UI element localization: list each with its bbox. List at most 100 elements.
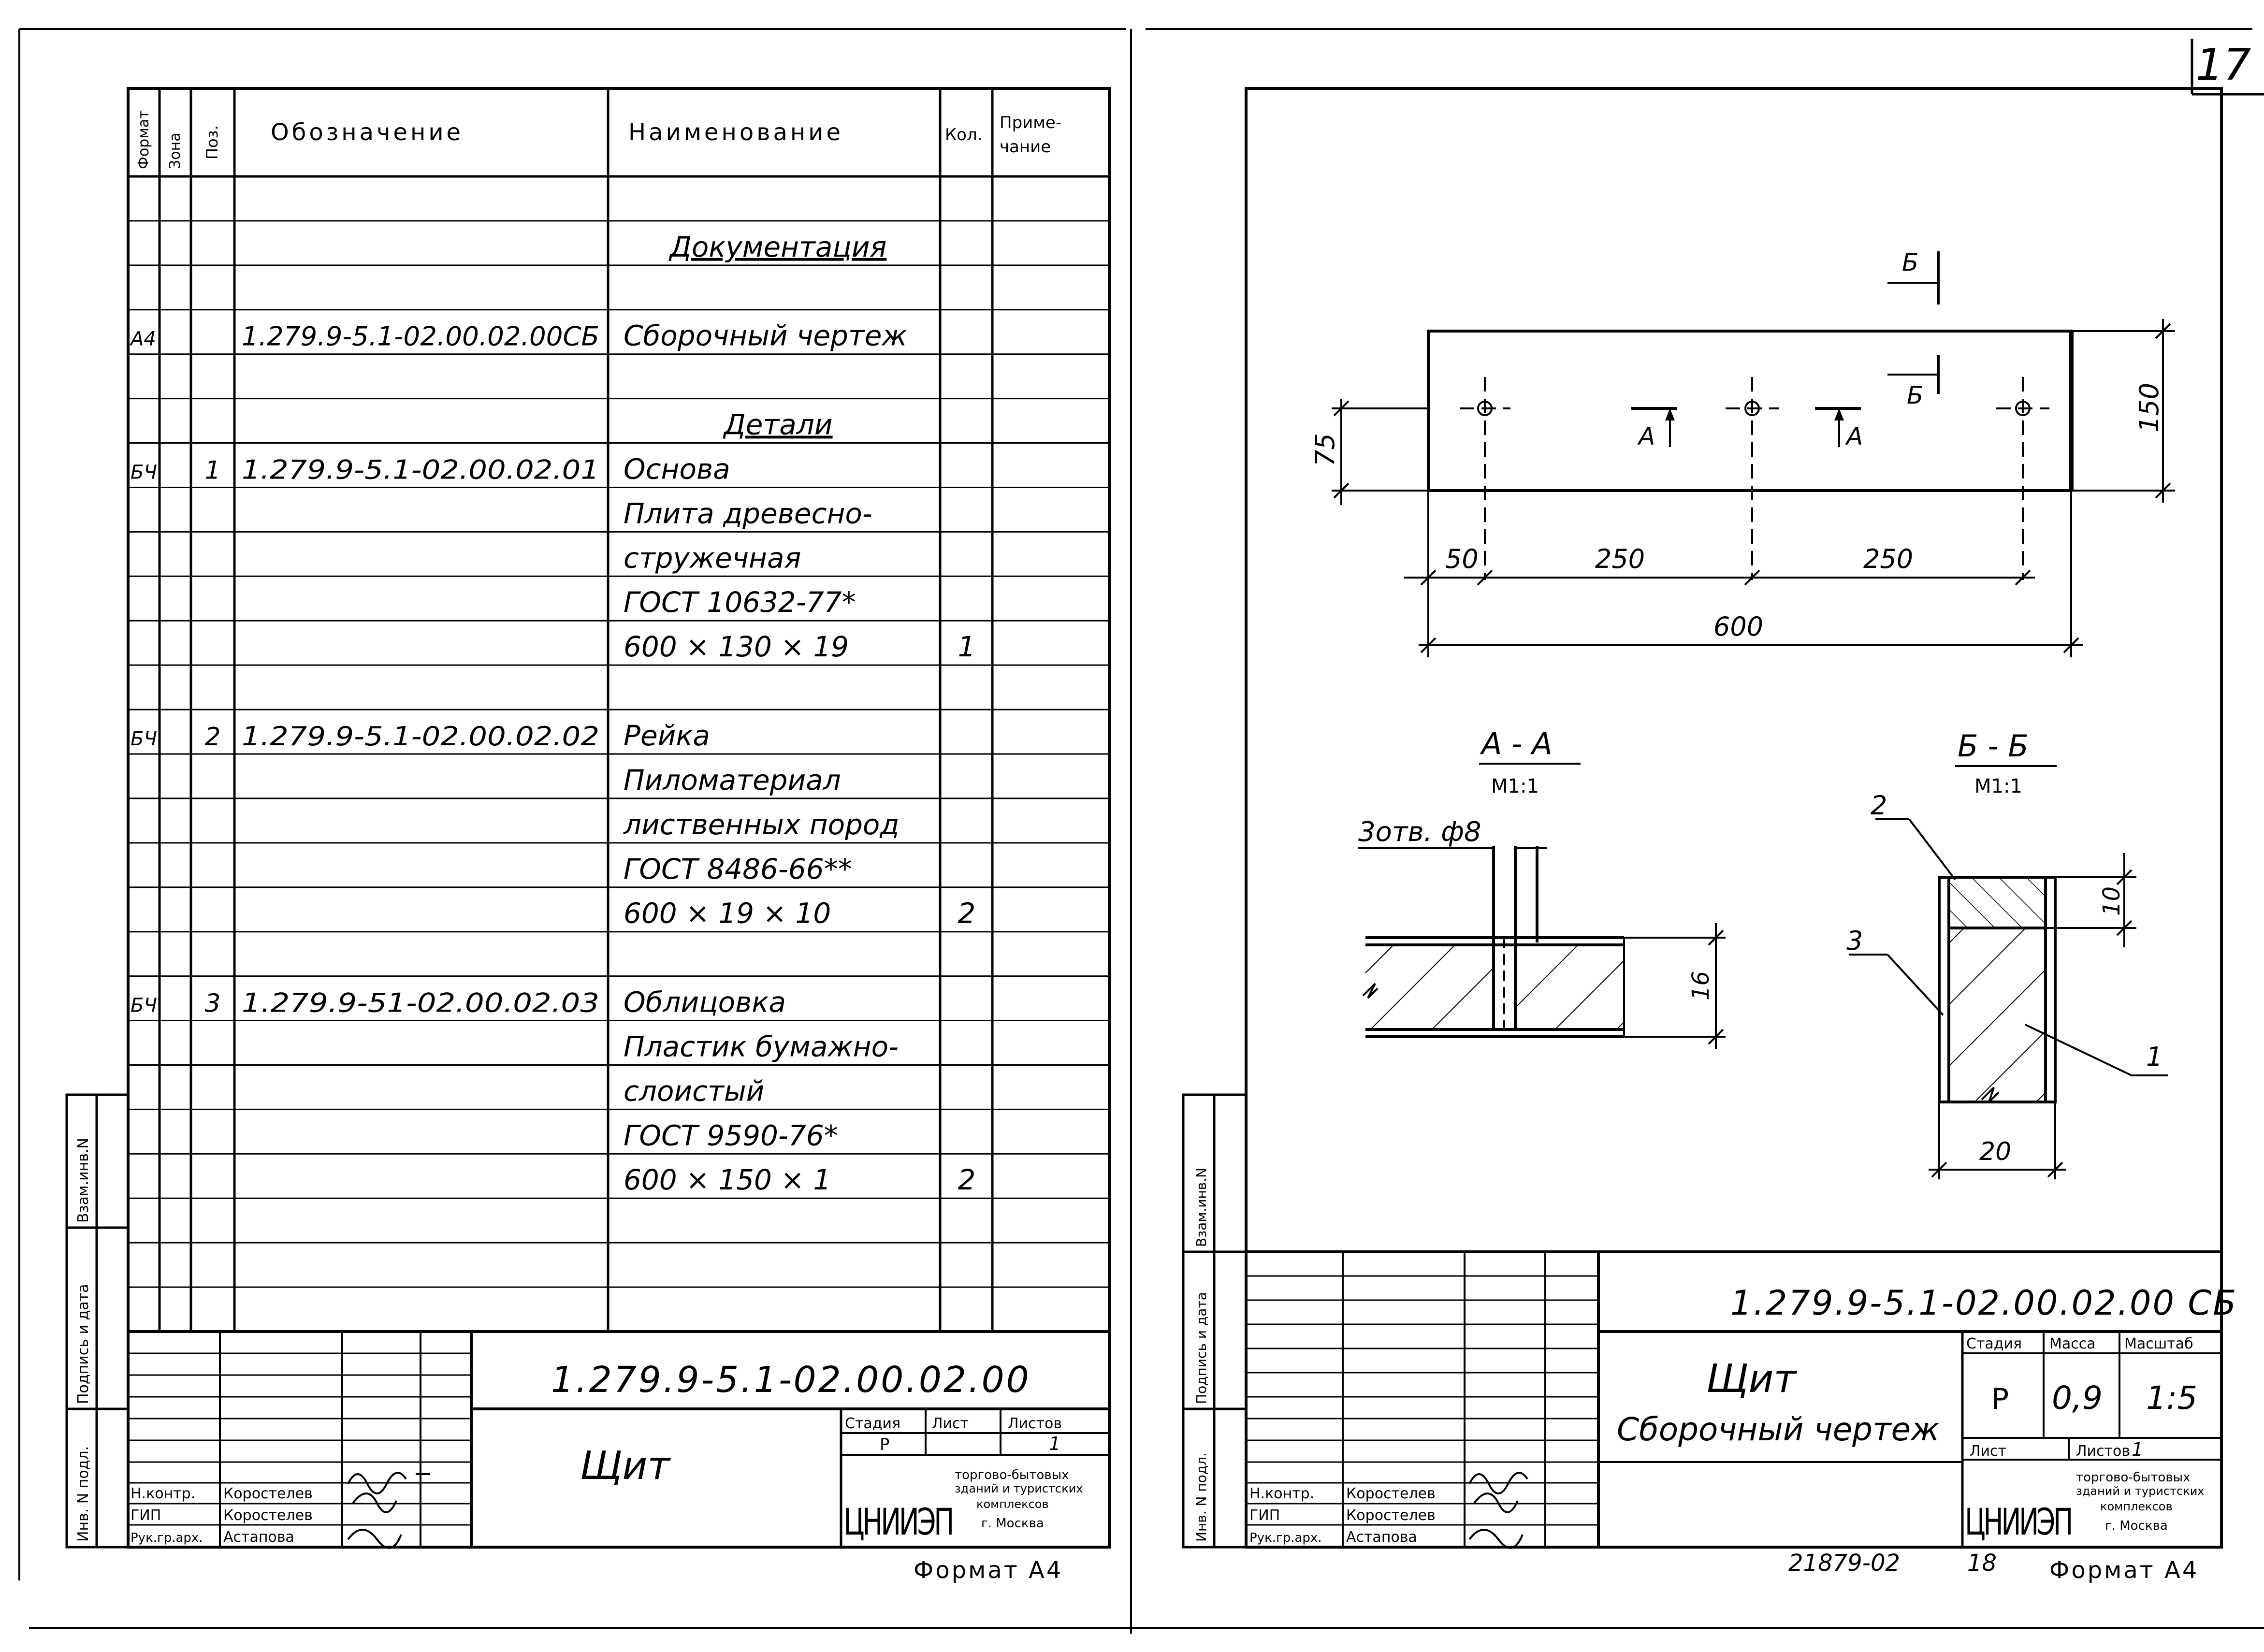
spec-row: лиственных пород [623,808,900,841]
spec-cell-name: ГОСТ 8486-66** [624,853,852,885]
spec-row: Детали [722,408,832,441]
title-name-r-1: Щит [1706,1356,1797,1401]
spec-cell-name: Рейка [624,719,710,752]
right-side-strip: Инв. N подл. Подпись и дата Взам.инв.N [1182,1093,1248,1549]
side-label-vzam-r: Взам.инв.N [1193,1168,1209,1247]
org-logo-r: ЦНИИЭП [1965,1500,2071,1543]
section-aa: А - А М1:1 3отв. ф8 [1358,726,1726,1049]
signer-role-r1: Н.контр. [1249,1485,1314,1502]
page-number: 17 [2196,40,2251,90]
signer-name-2: Коростелев [223,1507,313,1524]
section-aa-scale: М1:1 [1491,775,1539,797]
signer-role-3: Рук.гр.арх. [131,1531,203,1545]
org-line-3: комплексов [976,1497,1049,1511]
spec-row: Пластик бумажно- [624,1030,899,1063]
sheets-label-r: Листов [2076,1443,2130,1460]
org-line-r1: торгово-бытовых [2076,1470,2191,1485]
right-sheet: Инв. N подл. Подпись и дата Взам.инв.N [1182,87,2236,1584]
dim-75: 75 [1310,433,1340,466]
scan-frame [18,28,2264,1634]
spec-row: Плита древесно- [624,497,872,530]
spec-cell-format: БЧ [131,728,157,750]
mass-value-r: 0,9 [2052,1379,2103,1417]
dim-20: 20 [1979,1137,2011,1166]
dim-250-b: 250 [1863,544,1913,574]
org-line-r2: зданий и туристских [2076,1484,2205,1498]
spec-cell-name: Облицовка [624,986,786,1019]
side-label-inv-r: Инв. N подл. [1193,1452,1209,1542]
spec-row: Пиломатериал [624,764,841,797]
dim-50: 50 [1445,544,1479,574]
spec-cell-name: Основа [624,452,730,485]
title-code: 1.279.9-5.1-02.00.02.00 [551,1359,1031,1401]
spec-cell-name: стружечная [624,541,801,574]
dim-250-a: 250 [1595,544,1645,574]
cut-b-bottom: Б [1907,381,1923,409]
signature-scribble-r [1468,1472,1528,1549]
footer-code: 21879-02 [1788,1550,1900,1577]
signer-name-r1: Коростелев [1346,1485,1436,1502]
title-name-r-2: Сборочный чертеж [1617,1411,1940,1448]
cut-a-right: А [1845,422,1863,450]
spec-cell-name: Детали [722,408,832,441]
section-bb: Б - Б М1:1 [1846,728,2168,1179]
org-line-4: г. Москва [981,1516,1044,1531]
spec-cell-designation: 1.279.9-5.1-02.00.02.00СБ [242,321,599,352]
org-line-1: торгово-бытовых [955,1468,1069,1482]
header-zone: Зона [167,132,184,169]
title-sheets-label: Листов [1008,1415,1062,1432]
spec-header: Формат Зона Поз. Обозначение Наименовани… [135,110,1061,169]
title-sheet-label: Лист [932,1415,969,1432]
left-side-strip: Инв. N подл. Подпись и дата Взам.инв.N [65,1093,130,1549]
header-format: Формат [135,110,152,169]
spec-row: ГОСТ 10632-77* [624,586,856,619]
signer-name-3: Астапова [223,1529,294,1546]
side-label-sign: Подпись и дата [75,1284,92,1405]
plan-view: А А Б Б 75 [1310,248,2175,657]
spec-cell-name: Сборочный чертеж [624,319,907,352]
spec-cell-name: Пластик бумажно- [624,1030,899,1063]
spec-row: слоистый [624,1074,764,1107]
spec-cell-name: Плита древесно- [624,497,872,530]
signer-name-r2: Коростелев [1346,1507,1436,1524]
spec-row: ГОСТ 9590-76* [624,1119,838,1152]
side-label-inv: Инв. N подл. [75,1446,92,1542]
mass-label-r: Масса [2049,1335,2096,1352]
signature-scribble [347,1472,430,1549]
format-label-left: Формат А4 [914,1557,1063,1584]
spec-cell-designation: 1.279.9-5.1-02.00.02.02 [242,721,599,752]
header-pos: Поз. [203,125,221,159]
sheet-label-r: Лист [1970,1443,2006,1460]
pos-label-1: 1 [2146,1042,2162,1072]
dim-600: 600 [1713,611,1763,642]
spec-row: Документация [668,231,887,263]
dim-150: 150 [2134,383,2164,433]
signer-role-1: Н.контр. [131,1485,195,1502]
spec-cell-name: лиственных пород [623,808,900,841]
spec-row: ГОСТ 8486-66** [624,853,852,885]
cut-a-left: А [1637,422,1655,450]
section-aa-title: А - А [1480,726,1553,761]
format-label-right: Формат А4 [2049,1557,2199,1584]
org-line-2: зданий и туристских [955,1482,1083,1495]
spec-cell-designation: 1.279.9-51-02.00.02.03 [242,988,599,1018]
left-sheet: Формат Зона Поз. Обозначение Наименовани… [65,87,1111,1584]
spec-cell-pos: 1 [204,456,220,485]
signer-role-2: ГИП [131,1507,161,1524]
org-line-r4: г. Москва [2105,1519,2168,1533]
pos-label-3: 3 [1846,926,1863,956]
spec-row: стружечная [624,541,801,574]
title-name: Щит [580,1443,671,1488]
signer-name-1: Коростелев [223,1485,313,1502]
header-designation: Обозначение [271,119,464,146]
header-note-2: чание [1000,137,1051,157]
org-logo: ЦНИИЭП [843,1500,952,1543]
spec-cell-name: слоистый [624,1074,764,1107]
spec-cell-name: 600 × 150 × 1 [624,1163,831,1196]
spec-cell-format: БЧ [131,995,157,1017]
